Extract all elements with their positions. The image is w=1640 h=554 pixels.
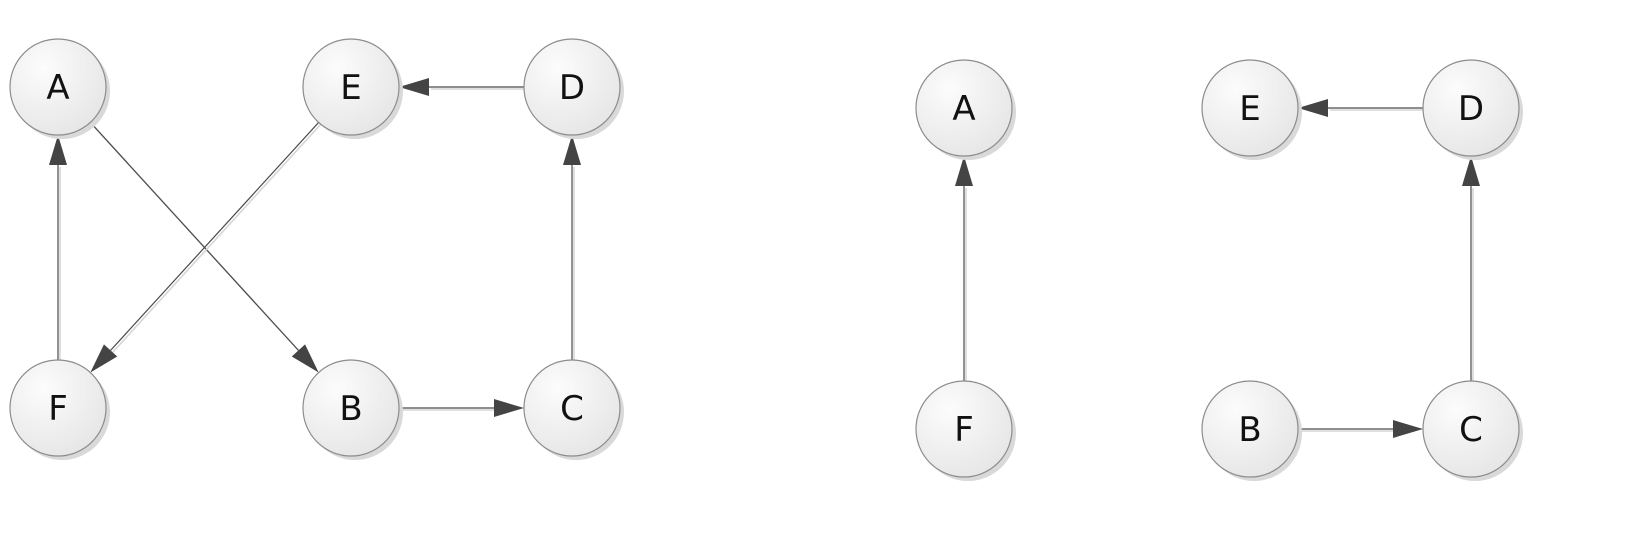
arrowhead-icon (563, 135, 581, 165)
node-d: D (523, 38, 624, 139)
node-f: F (9, 359, 110, 460)
edge-d-to-e (1298, 99, 1425, 117)
edge-line (89, 122, 299, 351)
node-label: F (48, 389, 68, 429)
edge-line (110, 122, 320, 351)
node-circle (1201, 380, 1299, 478)
node-circle (1422, 380, 1520, 478)
arrowhead-icon (291, 344, 319, 373)
original-graph-edges (49, 78, 581, 417)
node-b: B (302, 359, 403, 460)
edge-b-to-c (399, 399, 524, 417)
edge-a-to-b (89, 122, 319, 373)
edge-b-to-c (1298, 420, 1423, 438)
arrowhead-icon (90, 344, 118, 373)
node-c: C (1422, 380, 1523, 481)
node-circle (915, 380, 1013, 478)
arrowhead-icon (494, 399, 524, 417)
edge-e-to-f (90, 122, 322, 373)
node-circle (915, 59, 1013, 157)
edge-d-to-e (399, 78, 526, 96)
edges-layer (49, 78, 1480, 438)
arrowhead-icon (1298, 99, 1328, 117)
node-e: E (1201, 59, 1302, 160)
edge-f-to-a (955, 156, 973, 383)
node-label: D (1458, 89, 1484, 129)
arrowhead-icon (955, 156, 973, 186)
edge-shadow (111, 123, 322, 353)
arrowhead-icon (399, 78, 429, 96)
node-label: C (1459, 410, 1483, 450)
node-label: E (340, 68, 361, 108)
node-f: F (915, 380, 1016, 481)
node-label: C (560, 389, 584, 429)
node-circle (523, 359, 621, 457)
node-b: B (1201, 380, 1302, 481)
node-d: D (1422, 59, 1523, 160)
node-circle (1201, 59, 1299, 157)
arrowhead-icon (1462, 156, 1480, 186)
node-label: B (339, 389, 362, 429)
nodes-layer: A E D F B C A E D F B C (9, 38, 1523, 481)
node-label: F (954, 410, 974, 450)
node-label: E (1239, 89, 1260, 129)
arrowhead-icon (1393, 420, 1423, 438)
arrowhead-icon (49, 135, 67, 165)
node-a: A (915, 59, 1016, 160)
node-c: C (523, 359, 624, 460)
result-graph-nodes: A E D F B C (915, 59, 1523, 481)
node-label: A (46, 68, 69, 108)
node-circle (523, 38, 621, 136)
edge-f-to-a (49, 135, 67, 362)
node-circle (1422, 59, 1520, 157)
node-circle (302, 359, 400, 457)
node-label: A (952, 89, 975, 129)
node-a: A (9, 38, 110, 139)
node-label: B (1238, 410, 1261, 450)
edge-c-to-d (1462, 156, 1480, 383)
node-e: E (302, 38, 403, 139)
node-circle (9, 359, 107, 457)
edge-c-to-d (563, 135, 581, 362)
node-label: D (559, 68, 585, 108)
result-graph-edges (955, 99, 1480, 438)
original-graph-nodes: A E D F B C (9, 38, 624, 460)
node-circle (9, 38, 107, 136)
node-circle (302, 38, 400, 136)
